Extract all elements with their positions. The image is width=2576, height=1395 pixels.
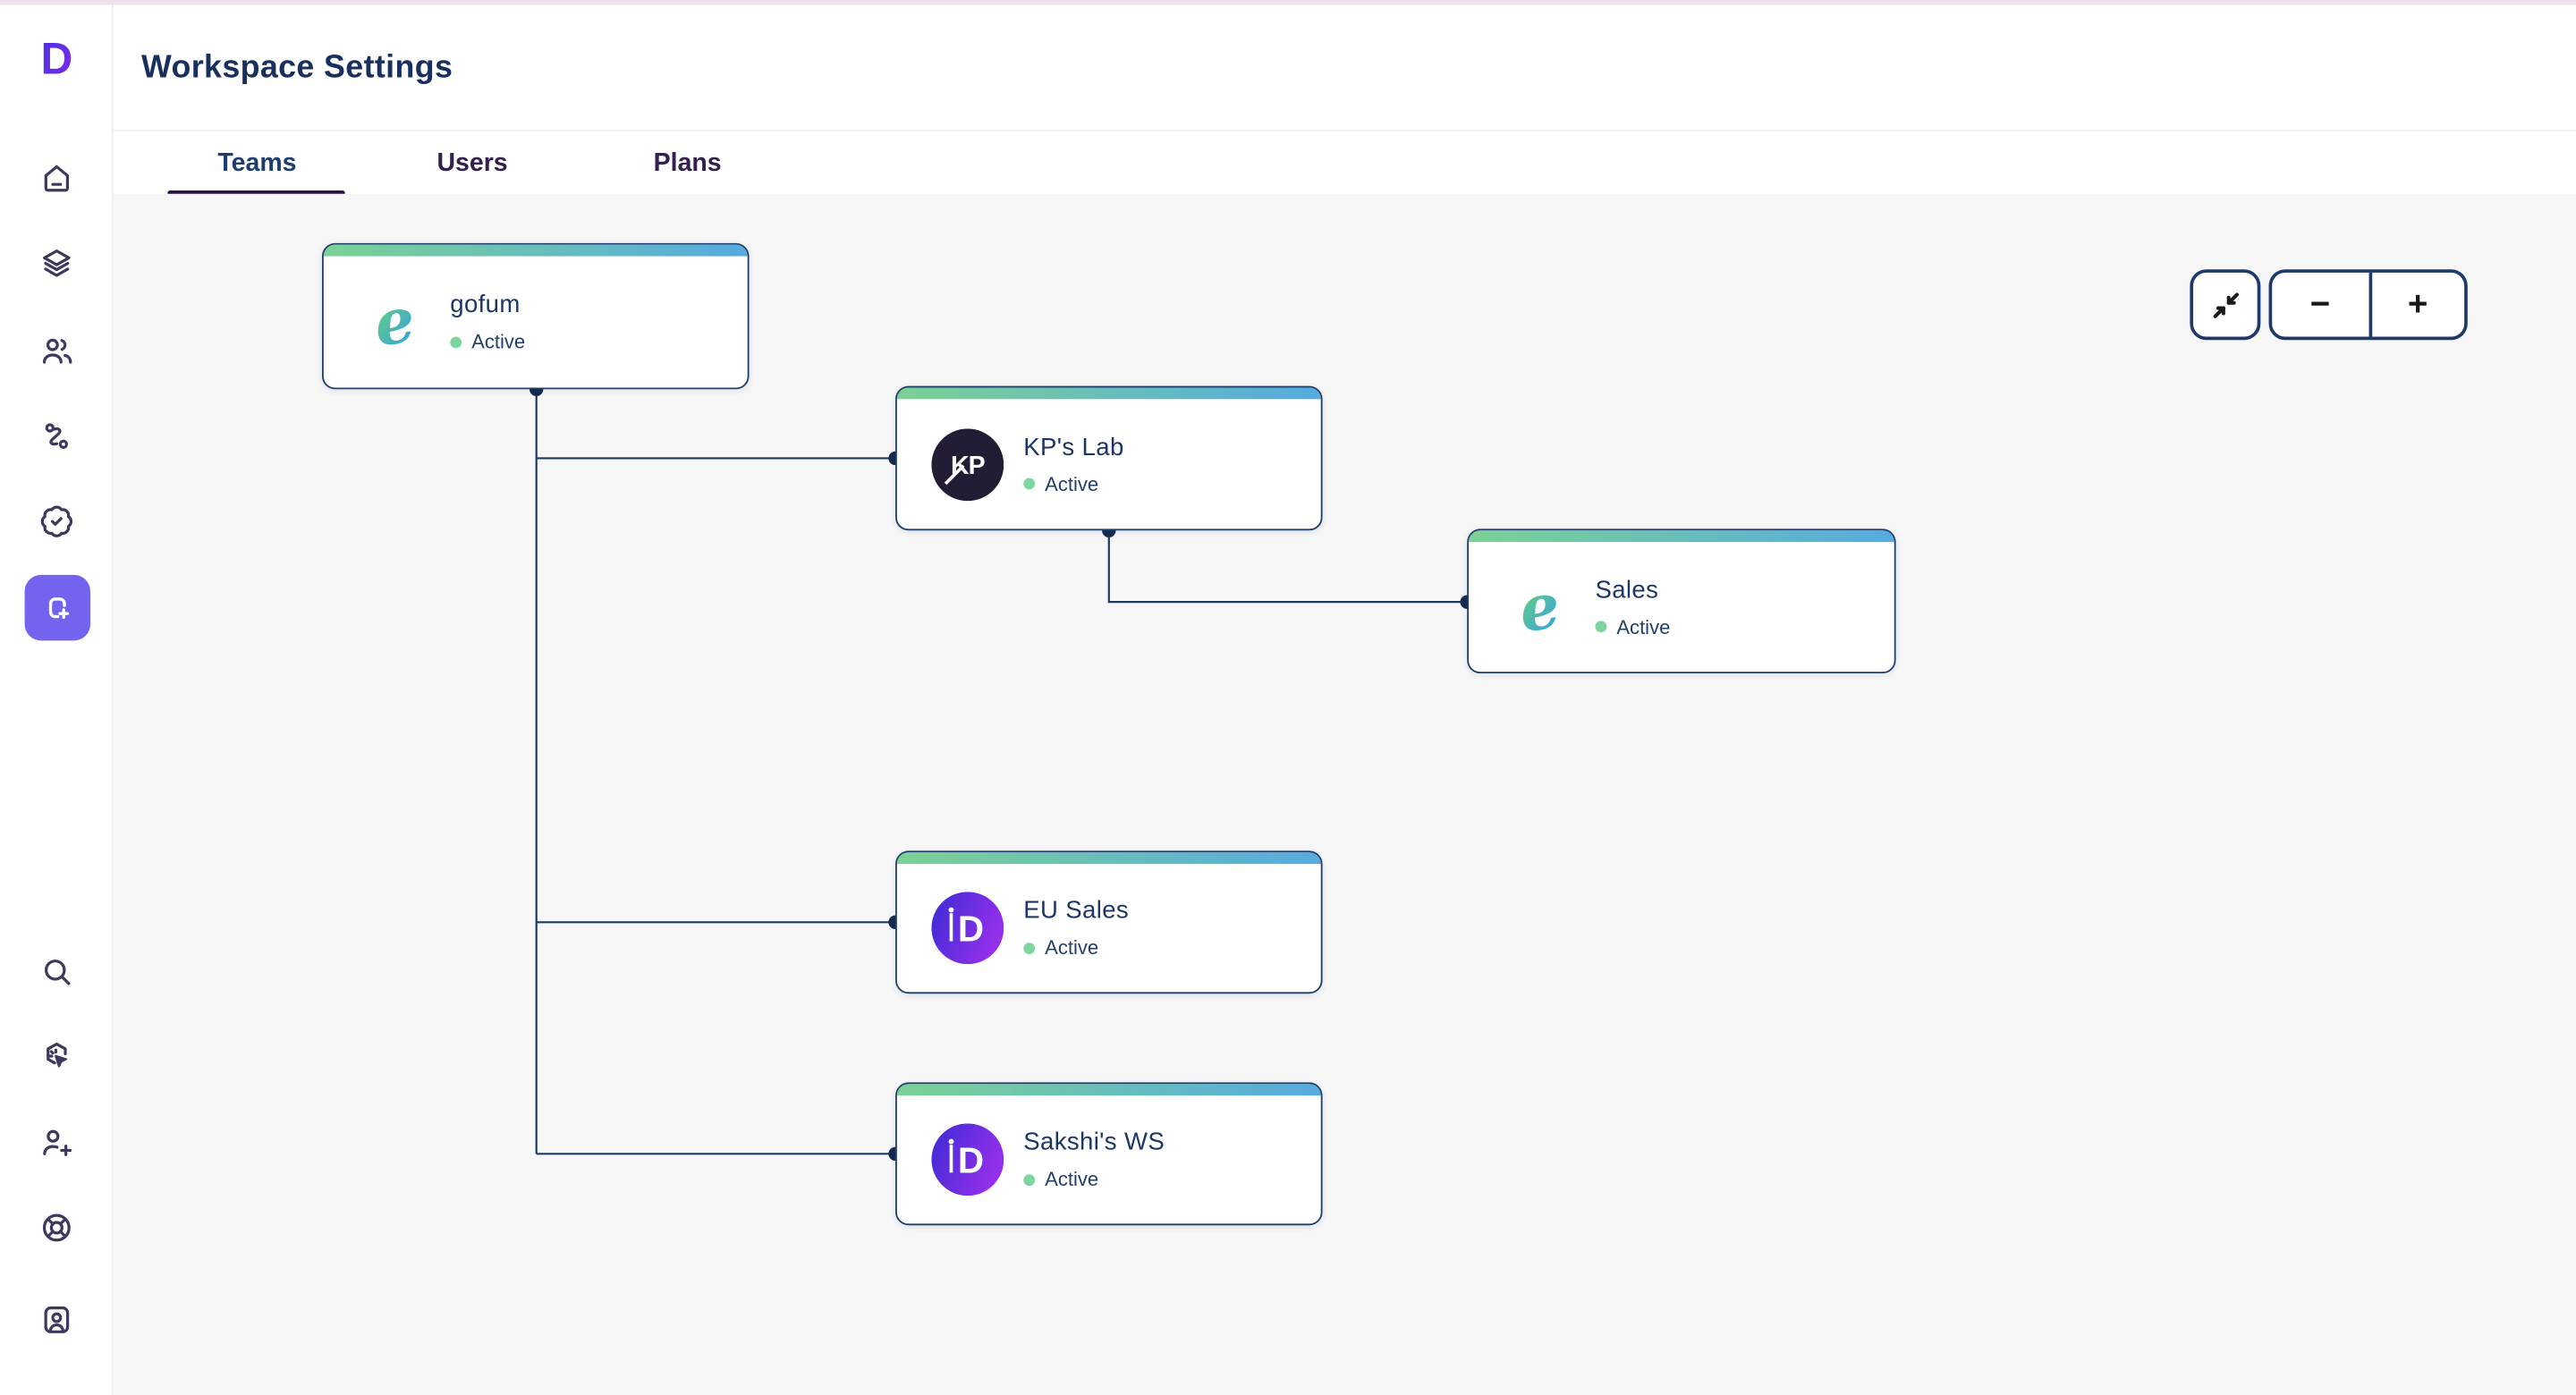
status-label: Active <box>1045 472 1099 495</box>
tab-teams-label: Teams <box>217 148 297 177</box>
route-icon <box>45 422 69 449</box>
page-title: Workspace Settings <box>140 49 453 86</box>
card-gradient-bar <box>896 852 1321 865</box>
tab-plans-label: Plans <box>653 148 722 177</box>
user-plus-icon <box>43 1129 72 1155</box>
zoom-controls: − + <box>2268 269 2468 341</box>
team-name: KP's Lab <box>1023 432 1124 461</box>
sidebar-item-profile[interactable] <box>39 1302 74 1337</box>
sidebar: D <box>0 4 114 1395</box>
contact-card-icon <box>44 1306 70 1333</box>
sidebar-item-invite-user[interactable] <box>39 1124 74 1159</box>
gofum-logo: e <box>358 282 430 361</box>
d-purple-logo-icon: D <box>931 892 1004 965</box>
team-name: gofum <box>450 291 521 319</box>
status-label: Active <box>1045 935 1099 960</box>
badge-check-icon <box>40 504 72 537</box>
home-icon <box>44 164 70 191</box>
status-label: Active <box>471 330 526 353</box>
kp-monogram-icon: KP <box>931 427 1004 501</box>
card-gradient-bar <box>896 1084 1321 1096</box>
tab-teams[interactable]: Teams <box>149 131 365 196</box>
team-name: EU Sales <box>1023 896 1130 926</box>
status-dot <box>450 335 462 348</box>
layers-icon <box>43 249 71 276</box>
tab-users[interactable]: Users <box>365 131 580 196</box>
sidebar-item-search[interactable] <box>39 953 74 988</box>
tab-strip: Teams Users Plans <box>113 130 2576 196</box>
team-card-gofum[interactable]: e gofum Active <box>321 242 750 390</box>
team-card-eu-sales[interactable]: D EU Sales Active <box>895 850 1323 994</box>
card-gradient-bar <box>323 244 748 257</box>
team-name: Sakshi's WS <box>1023 1128 1165 1157</box>
status-dot <box>1023 478 1036 490</box>
team-card-sakshis-ws[interactable]: D Sakshi's WS Active <box>895 1082 1323 1226</box>
fit-view-button[interactable] <box>2190 269 2261 341</box>
e-gradient-logo: e <box>1514 566 1564 646</box>
sales-logo: e <box>1504 566 1576 646</box>
svg-text:D: D <box>958 1139 984 1180</box>
lifebuoy-icon <box>42 1213 71 1241</box>
add-workspace-icon <box>47 597 69 620</box>
search-icon <box>45 959 71 985</box>
team-card-kps-lab[interactable]: KP KP's Lab Active <box>895 385 1323 531</box>
status-dot <box>1023 1173 1036 1186</box>
sidebar-item-route[interactable] <box>39 418 74 452</box>
card-gradient-bar <box>896 387 1321 400</box>
svg-text:KP: KP <box>951 451 985 479</box>
sidebar-item-add-workspace-active[interactable] <box>23 574 90 641</box>
status-dot <box>1023 942 1036 954</box>
tab-plans[interactable]: Plans <box>580 131 795 196</box>
hexagon-click-icon <box>47 1041 68 1067</box>
top-accent-bar <box>0 0 2576 5</box>
teams-org-chart-canvas[interactable]: e gofum Active KP <box>113 193 2576 1395</box>
sidebar-item-users[interactable] <box>39 333 74 368</box>
team-card-sales[interactable]: e Sales Active <box>1467 528 1896 674</box>
sidebar-item-help[interactable] <box>39 1210 74 1245</box>
status-label: Active <box>1045 1167 1099 1191</box>
sakshis-ws-logo: D <box>931 1123 1004 1196</box>
collapse-arrows-icon <box>2212 292 2238 317</box>
kps-lab-logo: KP <box>931 427 1004 501</box>
tabs: Teams Users Plans <box>149 131 795 196</box>
active-tab-underline <box>167 190 345 196</box>
eu-sales-logo: D <box>931 892 1004 965</box>
team-name: Sales <box>1595 575 1659 604</box>
e-gradient-logo: e <box>369 282 419 361</box>
tab-users-label: Users <box>436 148 508 177</box>
status-dot <box>1595 621 1607 633</box>
users-icon <box>42 337 72 363</box>
zoom-out-button[interactable]: − <box>2309 284 2331 323</box>
zoom-in-button[interactable]: + <box>2368 272 2464 337</box>
header: Workspace Settings Teams Users Plans <box>113 4 2576 196</box>
sidebar-item-layers[interactable] <box>39 246 74 281</box>
d-purple-logo-icon: D <box>931 1123 1004 1196</box>
sidebar-item-interactive-demo[interactable] <box>39 1039 74 1074</box>
card-gradient-bar <box>1469 530 1894 543</box>
sidebar-item-verified[interactable] <box>39 503 74 538</box>
svg-text:D: D <box>958 908 984 949</box>
sidebar-item-home[interactable] <box>39 160 74 195</box>
app-logo[interactable]: D <box>0 28 114 90</box>
status-label: Active <box>1616 614 1671 638</box>
